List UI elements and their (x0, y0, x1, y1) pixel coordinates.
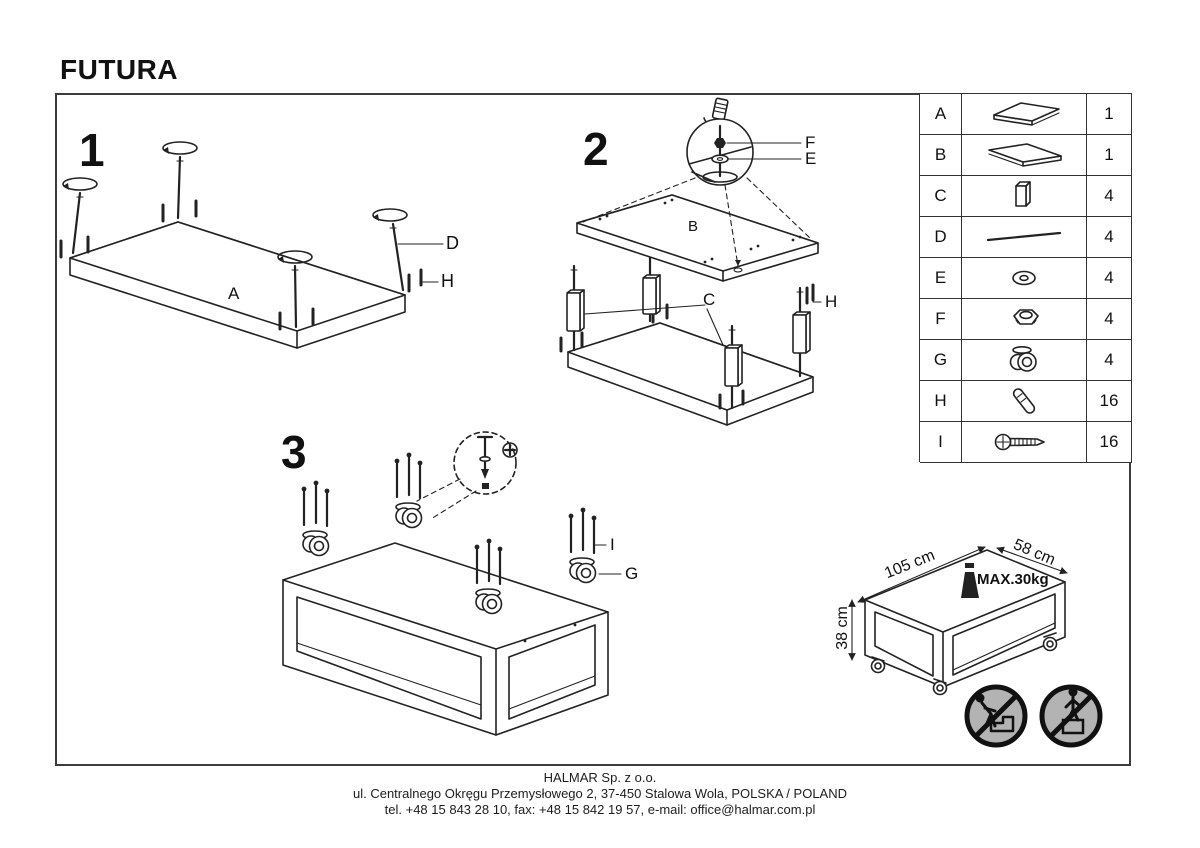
part-letter-i: I (920, 422, 962, 463)
step3-diagram (282, 431, 622, 736)
part-c-icon (962, 176, 1087, 217)
part-a-icon (962, 94, 1087, 135)
spacer-block-c4 (792, 311, 811, 354)
part-qty-h: 16 (1087, 381, 1132, 422)
part-letter-c: C (920, 176, 962, 217)
part-qty-i: 16 (1087, 422, 1132, 463)
footer: HALMAR Sp. z o.o. ul. Centralnego Okręgu… (0, 770, 1200, 818)
spacer-block-c1 (566, 289, 585, 332)
leader-line-c1 (584, 304, 706, 315)
part-letter-e: E (920, 258, 962, 299)
caster-assemblies (301, 452, 597, 615)
no-standing-warning-icon (1036, 681, 1106, 751)
part-qty-c: 4 (1087, 176, 1132, 217)
step2-panel-b-label: B (688, 218, 699, 235)
step1-number: 1 (79, 124, 105, 176)
part-b-icon (962, 135, 1087, 176)
part-f-icon (962, 299, 1087, 340)
step3-number: 3 (281, 426, 307, 478)
rotation-arrow-icon (62, 141, 408, 264)
part-h-icon (962, 381, 1087, 422)
dimensions-section: 105 cm 58 cm 38 cm MAX.30kg (818, 523, 1130, 718)
step2-panel-a-drawing (567, 322, 814, 426)
step2-callout-f: F (805, 133, 816, 152)
footer-company: HALMAR Sp. z o.o. (543, 770, 657, 785)
panel-b-drawing (576, 194, 819, 282)
part-qty-d: 4 (1087, 217, 1132, 258)
leader-line-c2 (706, 308, 724, 346)
caster-g4 (568, 507, 597, 584)
step1-diagram (59, 141, 444, 349)
dimension-arrows (848, 546, 1068, 661)
step2-diagram (559, 97, 822, 426)
step3-detail-circle (416, 431, 518, 520)
dowel-holes-dots (598, 198, 802, 264)
max-load-weight-icon (961, 563, 979, 598)
dim-opening-right (952, 593, 1056, 676)
caster-g1 (301, 480, 330, 557)
nut-f-drawing (714, 138, 726, 148)
part-qty-f: 4 (1087, 299, 1132, 340)
max-load-label: MAX.30kg (977, 571, 1049, 588)
product-title: FUTURA (60, 54, 179, 85)
dimensions-diagram (848, 546, 1068, 696)
panel-a-drawing (69, 221, 406, 349)
dowels-drawing (59, 199, 423, 331)
part-qty-a: 1 (1087, 94, 1132, 135)
dim-casters (870, 632, 1058, 696)
footer-address: ul. Centralnego Okręgu Przemysłowego 2, … (352, 786, 847, 801)
spacer-block-c3 (724, 344, 743, 387)
side-opening-right (508, 624, 596, 720)
step2-callout-h: H (825, 292, 838, 311)
phillips-head-icon (502, 442, 518, 458)
part-e-icon (962, 258, 1087, 299)
parts-table: A 1 B 1 C 4 D 4 E 4 F 4 G (919, 93, 1132, 463)
step1-callout-h: H (441, 271, 454, 291)
step3-section: 3 I G (263, 413, 683, 758)
washer-e-drawing (711, 154, 729, 164)
step2-number: 2 (583, 123, 609, 175)
part-letter-f: F (920, 299, 962, 340)
socket-tool-icon (711, 97, 729, 121)
part-i-icon (962, 422, 1087, 463)
step2-callout-e: E (805, 149, 817, 168)
step2-section: 2 B C F E H (555, 97, 900, 443)
no-pushing-warning-icon (961, 681, 1031, 751)
step1-panel-a-label: A (228, 284, 240, 303)
side-opening-left (296, 596, 482, 720)
step2-detail-circle (686, 97, 754, 186)
dim-opening-left (874, 611, 934, 677)
caster-g2 (394, 452, 423, 529)
threaded-rods-drawing (71, 155, 405, 329)
step3-callout-i: I (610, 535, 615, 554)
step1-section: 1 A D H (57, 98, 487, 390)
part-letter-d: D (920, 217, 962, 258)
step2-corner-hardware (559, 246, 815, 410)
step2-callout-c: C (703, 290, 716, 309)
step1-callout-d: D (446, 233, 459, 253)
part-qty-g: 4 (1087, 340, 1132, 381)
part-qty-b: 1 (1087, 135, 1132, 176)
part-letter-b: B (920, 135, 962, 176)
spacer-block-c2 (642, 274, 661, 315)
part-g-icon (962, 340, 1087, 381)
dim-height-label: 38 cm (834, 606, 851, 650)
step3-callout-g: G (625, 564, 639, 583)
part-letter-a: A (920, 94, 962, 135)
part-qty-e: 4 (1087, 258, 1132, 299)
part-letter-g: G (920, 340, 962, 381)
part-letter-h: H (920, 381, 962, 422)
detail-dashed-lines (582, 177, 812, 267)
caster-g3 (474, 538, 503, 615)
part-d-icon (962, 217, 1087, 258)
footer-contact: tel. +48 15 843 28 10, fax: +48 15 842 1… (384, 802, 816, 817)
assembled-body-drawing (282, 542, 609, 736)
